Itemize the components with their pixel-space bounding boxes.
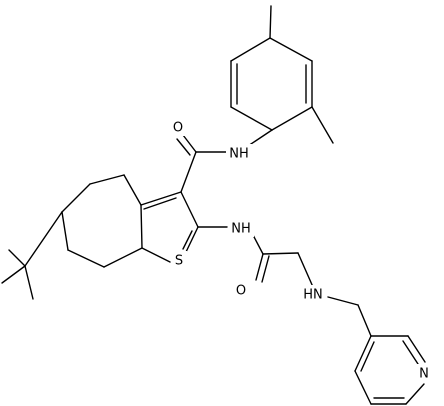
bond [185,226,199,253]
label-background [300,285,326,303]
sulfur-atom-label: S [175,254,183,269]
bond [89,174,125,185]
bond [311,106,334,144]
bond [252,234,264,255]
bond [24,265,34,300]
bond [180,151,197,193]
bond [402,340,419,365]
bond [103,247,143,268]
label-background [233,281,249,299]
bond [182,134,197,153]
amide-nitrogen-label-lower: NH [231,222,251,237]
bond [327,296,359,306]
oxygen-atom-label-upper: O [173,121,183,136]
bond [255,253,264,281]
bond [123,174,142,206]
bond [61,183,91,213]
bond [24,211,63,267]
bond [297,252,314,288]
bond [271,106,313,131]
bond [180,191,199,228]
label-background [228,219,254,237]
bond [354,370,372,405]
bond [67,249,105,268]
bond [141,247,171,263]
amine-nitrogen-label: HN [303,288,323,303]
bond [354,335,372,372]
bond [8,249,26,267]
label-background [171,251,187,269]
atom-labels: O NH S NH O HN N [170,118,432,382]
bond [143,197,177,210]
bonds [1,5,426,405]
bond [262,252,299,255]
bond [1,265,26,284]
pyridine-nitrogen-label: N [419,367,429,382]
bond [405,383,425,405]
amide-nitrogen-label-upper: NH [229,147,249,162]
bond [407,335,426,363]
bond [140,191,182,206]
bond [247,129,273,147]
bond [176,138,191,156]
bond [261,255,270,283]
label-background [170,118,186,136]
label-background [226,144,252,162]
bond [269,37,313,62]
bond [230,37,271,62]
bond [61,211,69,251]
oxygen-atom-label-lower: O [236,284,246,299]
bond [182,230,193,250]
bond [230,106,273,131]
bond [140,204,143,249]
label-background [416,364,432,382]
bond [360,341,375,372]
bond [269,5,272,39]
bond [357,304,372,337]
